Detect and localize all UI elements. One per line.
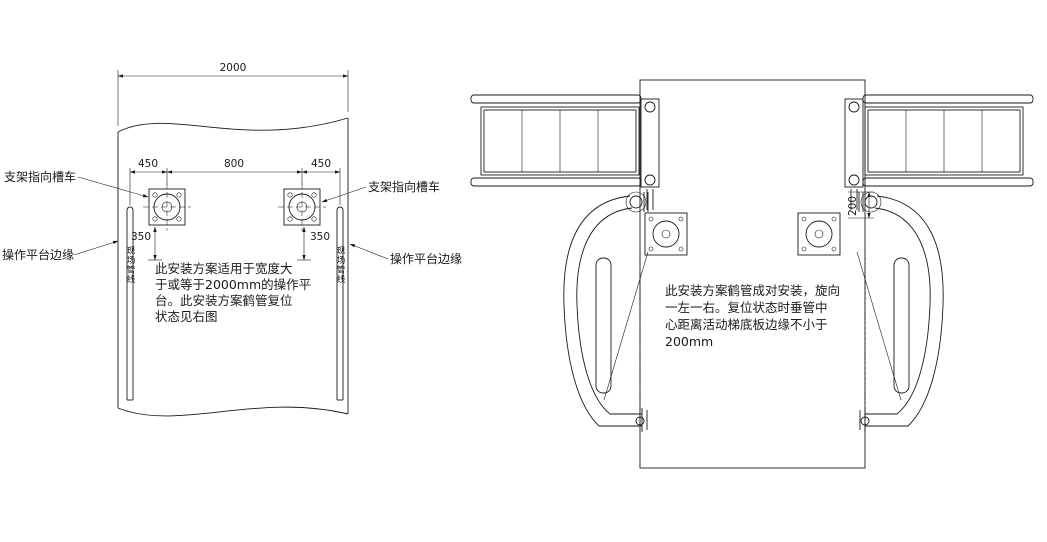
loading-arm-right bbox=[856, 191, 944, 432]
gangway-right bbox=[844, 94, 1034, 210]
dim-total-width-text: 2000 bbox=[220, 62, 247, 74]
balance-cylinder-right bbox=[893, 257, 910, 394]
left-note: 此安装方案适用于宽度大 于或等于2000mm的操作平 台。此安装方案鹤管复位 状… bbox=[155, 261, 311, 324]
dim-spans: 450 800 450 bbox=[129, 158, 341, 205]
left-note-line-2: 于或等于2000mm的操作平 bbox=[155, 277, 311, 292]
platform-outline bbox=[117, 117, 349, 417]
right-note-line-4: 200mm bbox=[665, 334, 713, 349]
rail-left-label: 现场管线 bbox=[125, 246, 135, 284]
dim-clearance-text: 200 bbox=[847, 196, 859, 216]
edge-rail-left: 现场管线 bbox=[125, 206, 135, 401]
dim-right-span-text: 450 bbox=[311, 158, 331, 170]
left-note-line-4: 状态见右图 bbox=[155, 309, 218, 324]
right-note-line-3: 心距离活动梯底板边缘不小于 bbox=[665, 317, 828, 332]
dim-total-width: 2000 bbox=[117, 62, 349, 126]
bracket-left-label: 支架指向槽车 bbox=[4, 169, 76, 184]
platform-outline-right bbox=[639, 79, 866, 469]
callout-edge-left: 操作平台边缘 bbox=[2, 240, 119, 262]
edge-left-label: 操作平台边缘 bbox=[2, 247, 74, 262]
edge-right-label: 操作平台边缘 bbox=[390, 251, 462, 266]
tie-rod-left bbox=[603, 251, 649, 401]
bracket-right bbox=[278, 183, 326, 231]
dim-left-span-text: 450 bbox=[138, 158, 158, 170]
chain-left bbox=[635, 252, 645, 426]
dim-center-span-text: 800 bbox=[224, 158, 244, 170]
right-view: 200 此安装方案鹤管成对安装，旋向 一左一右。复位状态时垂管中 心距离活动梯底… bbox=[470, 79, 1034, 469]
right-note-line-1: 此安装方案鹤管成对安装，旋向 bbox=[665, 283, 840, 298]
dim-right-offset-text: 350 bbox=[310, 231, 330, 243]
loading-arm-left bbox=[563, 191, 649, 432]
tie-rod-right bbox=[856, 251, 902, 401]
swivel-left bbox=[625, 191, 649, 213]
left-note-line-1: 此安装方案适用于宽度大 bbox=[155, 261, 293, 276]
callout-bracket-right: 支架指向槽车 bbox=[321, 179, 440, 203]
arm-loop-left bbox=[563, 195, 648, 432]
left-note-line-3: 台。此安装方案鹤管复位 bbox=[155, 293, 293, 308]
dim-right-offset: 350 bbox=[297, 226, 330, 261]
chain-right bbox=[860, 252, 870, 426]
arm-loop-right bbox=[859, 195, 944, 432]
callout-bracket-left: 支架指向槽车 bbox=[4, 169, 149, 198]
left-view: 2000 现场管线 现场管线 bbox=[2, 62, 462, 417]
callout-edge-right: 操作平台边缘 bbox=[349, 243, 462, 266]
bracket-left bbox=[143, 183, 191, 231]
gangway-left bbox=[470, 94, 660, 210]
dim-left-offset-text: 350 bbox=[131, 231, 151, 243]
bracket-right-label: 支架指向槽车 bbox=[368, 179, 440, 194]
balance-cylinder-left bbox=[595, 257, 612, 394]
riser-bracket-left bbox=[644, 212, 688, 256]
rail-right-label: 现场管线 bbox=[335, 246, 345, 284]
swivel-right bbox=[858, 191, 882, 213]
dim-left-offset: 350 bbox=[131, 226, 162, 261]
right-note-line-2: 一左一右。复位状态时垂管中 bbox=[665, 300, 828, 315]
edge-rail-right: 现场管线 bbox=[335, 206, 345, 401]
riser-bracket-right bbox=[797, 212, 841, 256]
right-note: 此安装方案鹤管成对安装，旋向 一左一右。复位状态时垂管中 心距离活动梯底板边缘不… bbox=[665, 283, 840, 349]
dim-clearance: 200 bbox=[847, 191, 874, 219]
